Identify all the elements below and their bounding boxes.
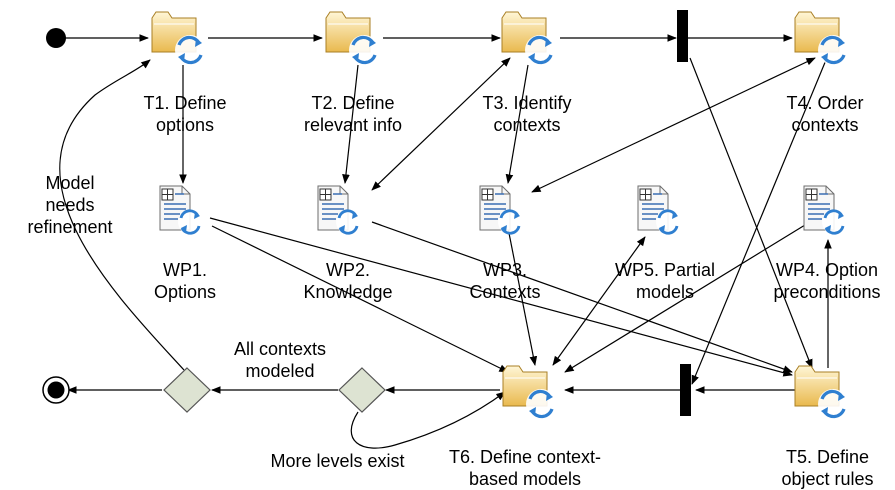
wp-label-wp5: WP5. Partial models [614,260,716,302]
task-label-t2: T2. Define relevant info [303,93,403,135]
task-folder-cycle-icon [501,364,558,421]
edge-fork-t5 [689,57,813,369]
task-folder-cycle-icon [324,10,381,67]
edges [59,34,832,449]
document-cycle-icon [478,184,524,236]
start-node [46,28,66,48]
edge-wp1-t5 [209,217,793,377]
task-label-t6: T6. Define context- based models [448,447,602,489]
document-cycle-icon [316,184,362,236]
task-folder-cycle-icon [793,364,850,421]
edge-t4-wp3 [531,57,816,193]
guard-label-more-levels: More levels exist [270,451,405,471]
edge-t2-wp2 [342,64,359,184]
task-label-t4: T4. Order contexts [786,93,864,135]
decision-more-levels [338,367,386,413]
join-bar [680,364,691,416]
edge-wp1-t6 [211,225,509,373]
document-cycle-icon [802,184,848,236]
document-cycle-icon [636,184,682,236]
wp-label-wp2: WP2. Knowledge [303,260,393,302]
document-cycle-icon [158,184,204,236]
task-folder-cycle-icon [500,10,557,67]
task-label-t3: T3. Identify contexts [482,93,572,135]
task-label-t1: T1. Define options [143,93,227,135]
edge-wp3-t6 [507,227,538,366]
wp-label-wp3: WP3. Contexts [469,260,541,302]
edge-more-levels-loop [350,391,506,449]
edge-t3-wp3 [505,64,529,184]
task-folder-cycle-icon [150,10,207,67]
decision-all-modeled [163,367,211,413]
edge-t3-wp2 [371,57,511,191]
edge-t4-join [691,59,827,385]
wp-label-wp4: WP4. Option preconditions [773,260,881,302]
task-label-t5: T5. Define object rules [781,447,874,489]
wp-label-wp1: WP1. Options [153,260,217,302]
task-folder-cycle-icon [793,10,850,67]
guard-label-needs-refinement: Model needs refinement [27,173,113,237]
edge-refinement-loop [59,59,185,371]
edge-t6-wp5 [552,236,646,366]
edge-wp4-t6 [564,224,806,373]
end-node [42,376,70,404]
fork-bar [677,10,688,62]
guard-label-all-modeled: All contexts modeled [233,339,327,381]
